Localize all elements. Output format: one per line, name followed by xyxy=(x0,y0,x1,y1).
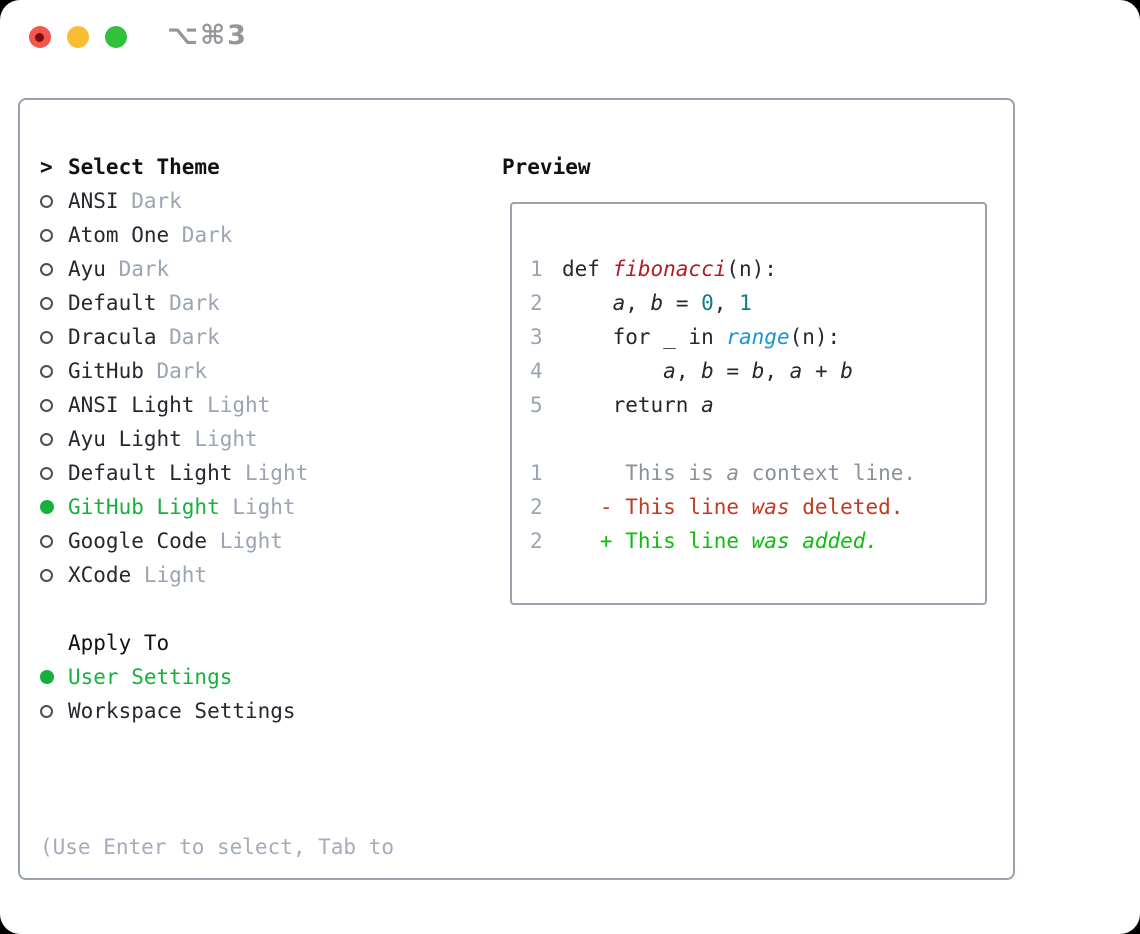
apply-option-label: User Settings xyxy=(68,665,233,689)
apply-option-user-settings[interactable]: User Settings xyxy=(40,660,296,694)
code-line-text: - This line was deleted. xyxy=(562,495,904,519)
radio-selected-icon xyxy=(40,670,68,684)
theme-variant: Dark xyxy=(143,359,208,383)
theme-list-title: Select Theme xyxy=(68,155,220,179)
radio-unselected-icon xyxy=(40,364,68,378)
apply-to-title: Apply To xyxy=(68,631,170,655)
code-line-text: a, b = b, a + b xyxy=(663,359,853,383)
radio-unselected-icon xyxy=(40,398,68,412)
theme-list-header: > Select Theme xyxy=(40,150,308,184)
line-number: 1 xyxy=(530,461,543,485)
theme-name: ANSI xyxy=(68,189,119,213)
preview-title: Preview xyxy=(502,155,591,179)
theme-item-default[interactable]: Default Dark xyxy=(40,286,308,320)
line-number: 2 xyxy=(530,291,543,315)
radio-unselected-icon xyxy=(40,466,68,480)
theme-variant: Dark xyxy=(105,257,170,281)
hint-line-1: (Use Enter to select, Tab to xyxy=(40,835,395,859)
theme-name: Ayu Light xyxy=(68,427,182,451)
theme-variant: Light xyxy=(131,563,208,587)
traffic-lights xyxy=(29,26,127,48)
code-line: 2 - This line was deleted. xyxy=(530,490,916,524)
code-line: 2 + This line was added. xyxy=(530,524,916,558)
code-line: 5 return a xyxy=(530,388,916,422)
apply-option-workspace-settings[interactable]: Workspace Settings xyxy=(40,694,296,728)
theme-variant: Light xyxy=(232,461,309,485)
theme-name: GitHub Light xyxy=(68,495,220,519)
radio-unselected-icon xyxy=(40,704,68,718)
theme-name: XCode xyxy=(68,563,132,587)
code-line: 3 for _ in range(n): xyxy=(530,320,916,354)
code-line-text: This is a context line. xyxy=(562,461,917,485)
code-line xyxy=(530,422,916,456)
code-line: 1 def fibonacci(n): xyxy=(530,252,916,286)
theme-variant: Light xyxy=(194,393,271,417)
theme-item-ayu[interactable]: Ayu Dark xyxy=(40,252,308,286)
code-line: 4 a, b = b, a + b xyxy=(530,354,916,388)
apply-to-header: Apply To xyxy=(40,626,296,660)
window-shortcut-label: ⌥⌘3 xyxy=(167,20,248,51)
theme-item-xcode[interactable]: XCode Light xyxy=(40,558,308,592)
line-number: 5 xyxy=(530,393,543,417)
theme-name: Dracula xyxy=(68,325,157,349)
theme-variant: Dark xyxy=(156,291,220,315)
theme-name: GitHub xyxy=(68,359,144,383)
radio-unselected-icon xyxy=(40,432,68,446)
theme-item-github-light[interactable]: GitHub Light Light xyxy=(40,490,308,524)
theme-item-google-code[interactable]: Google Code Light xyxy=(40,524,308,558)
line-number: 1 xyxy=(530,257,543,281)
code-line-text: return a xyxy=(562,393,714,417)
theme-name: Google Code xyxy=(68,529,208,553)
theme-item-ansi[interactable]: ANSI Dark xyxy=(40,184,308,218)
cursor-icon: > xyxy=(40,155,53,179)
radio-selected-icon xyxy=(40,500,68,514)
theme-variant: Dark xyxy=(156,325,220,349)
theme-item-atom-one[interactable]: Atom One Dark xyxy=(40,218,308,252)
code-line-text: def fibonacci(n): xyxy=(562,257,777,281)
radio-unselected-icon xyxy=(40,228,68,242)
line-number: 3 xyxy=(530,325,543,349)
theme-item-github[interactable]: GitHub Dark xyxy=(40,354,308,388)
close-button[interactable] xyxy=(29,26,51,48)
radio-unselected-icon xyxy=(40,330,68,344)
theme-item-dracula[interactable]: Dracula Dark xyxy=(40,320,308,354)
theme-variant: Light xyxy=(181,427,258,451)
line-number: 4 xyxy=(530,359,543,383)
theme-name: Default xyxy=(68,291,157,315)
code-line-text: a, b = 0, 1 xyxy=(612,291,752,315)
theme-variant: Light xyxy=(207,529,283,553)
apply-option-label: Workspace Settings xyxy=(68,699,296,723)
theme-variant: Dark xyxy=(118,189,182,213)
theme-name: ANSI Light xyxy=(68,393,195,417)
line-number: 2 xyxy=(530,529,543,553)
keyboard-hint: (Use Enter to select, Tab to change focu… xyxy=(40,762,394,934)
code-line: 1 This is a context line. xyxy=(530,456,916,490)
line-number: 2 xyxy=(530,495,543,519)
minimize-button[interactable] xyxy=(67,26,89,48)
theme-variant: Light xyxy=(219,495,296,519)
code-line: 2 a, b = 0, 1 xyxy=(530,286,916,320)
theme-variant: Dark xyxy=(169,223,233,247)
radio-unselected-icon xyxy=(40,534,68,548)
theme-name: Default Light xyxy=(68,461,233,485)
code-line-text: for _ in range(n): xyxy=(562,325,841,349)
code-line-text: + This line was added. xyxy=(562,529,879,553)
radio-unselected-icon xyxy=(40,194,68,208)
theme-item-default-light[interactable]: Default Light Light xyxy=(40,456,308,490)
theme-item-ansi-light[interactable]: ANSI Light Light xyxy=(40,388,308,422)
zoom-button[interactable] xyxy=(105,26,127,48)
radio-unselected-icon xyxy=(40,296,68,310)
radio-unselected-icon xyxy=(40,568,68,582)
theme-name: Ayu xyxy=(68,257,106,281)
theme-name: Atom One xyxy=(68,223,170,247)
radio-unselected-icon xyxy=(40,262,68,276)
theme-item-ayu-light[interactable]: Ayu Light Light xyxy=(40,422,308,456)
